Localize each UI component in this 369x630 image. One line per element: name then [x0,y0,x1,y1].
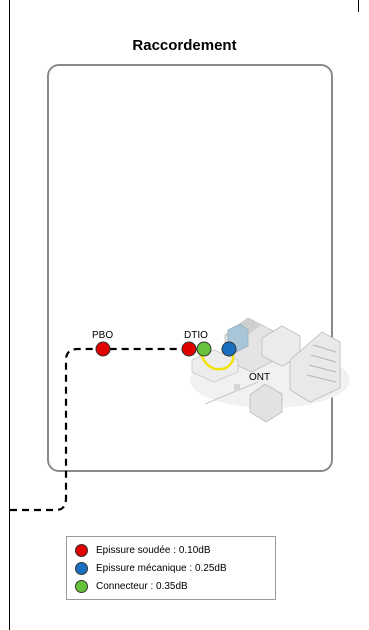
dtio-connector-green [196,341,212,357]
dtio-splice-red [181,341,197,357]
ont-label: ONT [249,372,270,383]
legend-item-connecteur: Connecteur : 0.35dB [75,577,275,595]
pbo-label: PBO [92,330,113,341]
buildings-illustration [190,317,350,423]
mechanical-splice-blue [221,341,237,357]
legend-item-soudee: Epissure soudée : 0.10dB [75,541,275,559]
legend-item-mecanique: Epissure mécanique : 0.25dB [75,559,275,577]
blue-dot-icon [75,561,88,575]
diagram-title: Raccordement [132,37,237,54]
raccordement-panel [47,64,333,472]
legend-label: Epissure soudée : 0.10dB [96,544,211,556]
fiber-cable [10,347,190,512]
legend-box: Epissure soudée : 0.10dB Epissure mécani… [66,536,276,600]
green-dot-icon [75,579,88,593]
red-dot-icon [75,543,88,557]
pbo-splice-red [95,341,111,357]
left-frame-line [9,0,10,630]
legend-label: Connecteur : 0.35dB [96,580,188,592]
legend-label: Epissure mécanique : 0.25dB [96,562,227,574]
yellow-loop [198,349,235,371]
dtio-label: DTIO [184,330,208,341]
right-frame-line [358,0,359,12]
